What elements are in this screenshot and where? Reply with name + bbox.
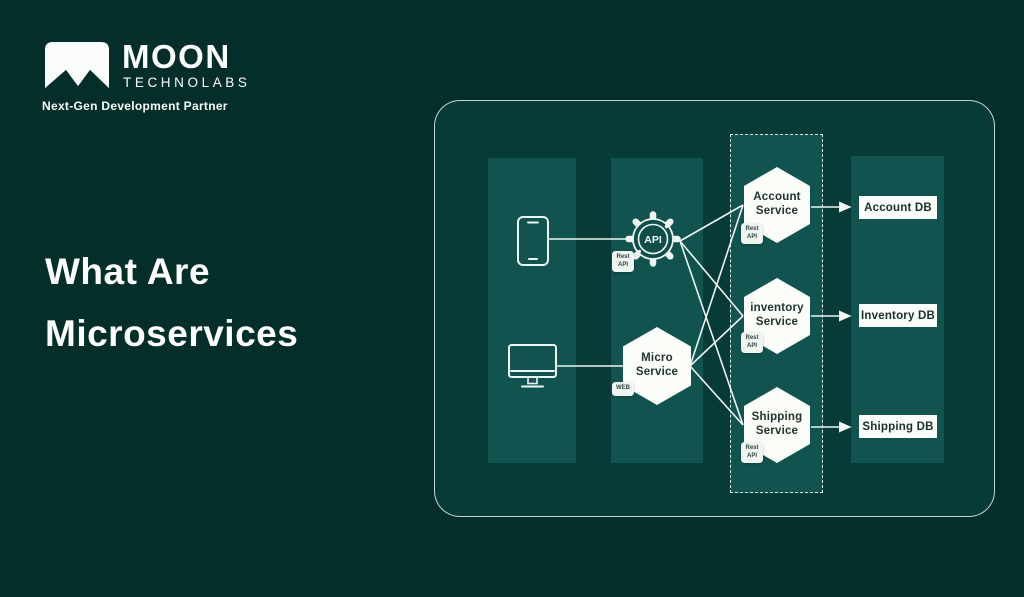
shipping-db-node: Shipping DB <box>859 415 937 438</box>
shipping-service-node: Shipping Service <box>737 380 817 470</box>
monitor-icon <box>508 344 557 388</box>
smartphone-icon <box>517 216 549 266</box>
logo-text-moon: MOON <box>122 38 231 75</box>
brand-logo: MOON TECHNOLABS Next-Gen Development Par… <box>42 38 272 118</box>
micro-service-node: Micro Service <box>617 321 697 411</box>
moon-technolabs-logo-icon <box>45 42 109 89</box>
account-service-label: Account Service <box>753 191 801 217</box>
inventory-db-node: Inventory DB <box>859 304 937 327</box>
logo-tagline: Next-Gen Development Partner <box>42 99 228 113</box>
account-db-node: Account DB <box>859 196 937 219</box>
api-gateway-label: API <box>644 234 662 246</box>
shipping-service-label: Shipping Service <box>751 411 803 437</box>
inventory-service-label: inventory Service <box>750 302 804 328</box>
micro-service-label: Micro Service <box>635 352 679 378</box>
diagram-panel: API Micro Service Account Service invent… <box>434 100 995 517</box>
logo-text-technolabs: TECHNOLABS <box>123 75 251 90</box>
page-title: What Are Microservices <box>45 251 299 354</box>
hexagon-shape <box>623 327 691 405</box>
api-gateway-gear-icon: API <box>625 211 681 267</box>
web-badge: WEB <box>612 382 634 396</box>
clients-column <box>488 158 576 463</box>
rest-api-badge-account: Rest API <box>741 223 763 244</box>
gateway-column <box>611 158 703 463</box>
diagram-connectors: API <box>508 201 852 433</box>
rest-api-badge-shipping: Rest API <box>741 442 763 463</box>
rest-api-badge-gateway: Rest API <box>612 251 634 272</box>
rest-api-badge-inventory: Rest API <box>741 332 763 353</box>
